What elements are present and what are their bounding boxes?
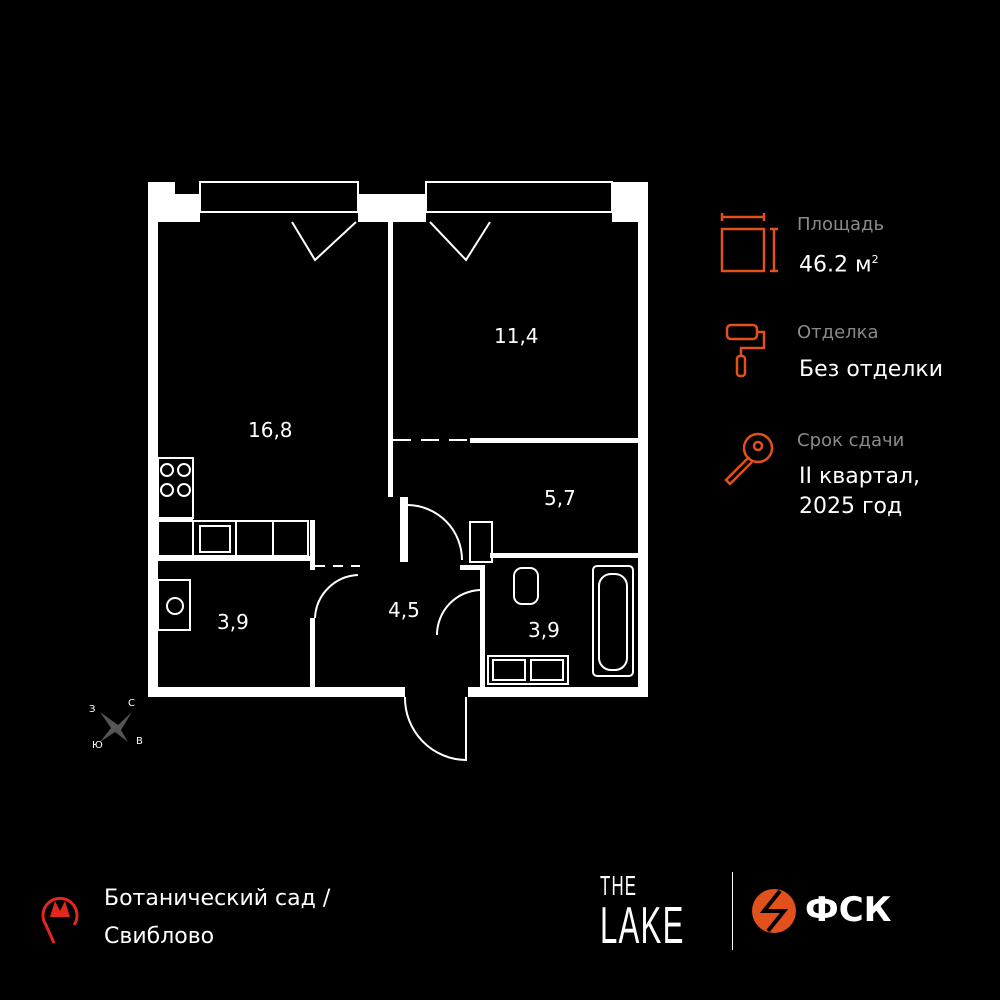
compass-east: В	[136, 736, 143, 747]
metro-icon	[41, 896, 79, 944]
finish-label: Отделка	[797, 322, 879, 343]
area-unit-sup: 2	[871, 253, 879, 266]
area-label: Площадь	[797, 214, 885, 235]
metro-station-2: Свиблово	[104, 924, 215, 949]
room-area-living: 16,8	[248, 418, 293, 442]
compass-north: С	[128, 698, 135, 709]
room-area-hall: 4,5	[388, 598, 420, 622]
fixtures	[157, 181, 634, 762]
room-area-bath: 3,9	[528, 618, 560, 642]
logo-divider	[732, 872, 733, 950]
fsk-logo-text: ФСК	[805, 890, 892, 930]
finish-value: Без отделки	[799, 357, 943, 382]
deadline-line2: 2025 год	[799, 494, 903, 519]
area-value: 46.2 м	[799, 252, 872, 278]
compass-icon	[100, 712, 132, 742]
deadline-label: Срок сдачи	[797, 430, 905, 451]
metro-station-1: Ботанический сад /	[104, 886, 331, 911]
paint-roller-icon	[725, 323, 766, 378]
compass-south: Ю	[92, 740, 103, 751]
deadline-line1: II квартал,	[799, 464, 921, 489]
fsk-logo-icon	[752, 889, 796, 933]
room-area-bedroom: 11,4	[494, 324, 539, 348]
area-icon	[720, 213, 778, 273]
the-lake-logo: THE LAKE	[600, 870, 685, 955]
key-icon	[724, 432, 774, 486]
compass-west: З	[89, 704, 96, 715]
walls	[148, 182, 648, 697]
room-area-closet: 5,7	[544, 486, 576, 510]
room-area-storage: 3,9	[217, 610, 249, 634]
